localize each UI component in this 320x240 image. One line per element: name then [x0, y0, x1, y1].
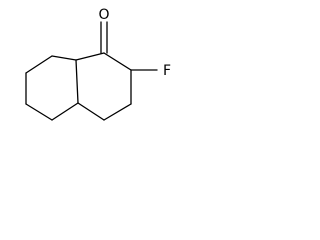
bond-c8a-c1: [75, 52, 105, 61]
bond-c5-c4a: [51, 102, 79, 121]
bond-c4-c4a: [77, 102, 105, 121]
bond-c1-c2: [103, 52, 132, 71]
fluorine-atom-label: F: [163, 63, 171, 79]
bond-c4a-c8a: [75, 59, 79, 104]
bond-layer: [25, 21, 158, 121]
oxygen-atom-label: O: [98, 7, 109, 23]
bond-c3-c4: [103, 103, 132, 121]
bond-c6-c5: [25, 103, 53, 121]
bond-c8-c7: [25, 55, 53, 74]
bond-c8a-c8: [51, 55, 77, 61]
atom-label-layer: O F: [98, 7, 171, 79]
molecular-structure: O F: [25, 7, 171, 121]
